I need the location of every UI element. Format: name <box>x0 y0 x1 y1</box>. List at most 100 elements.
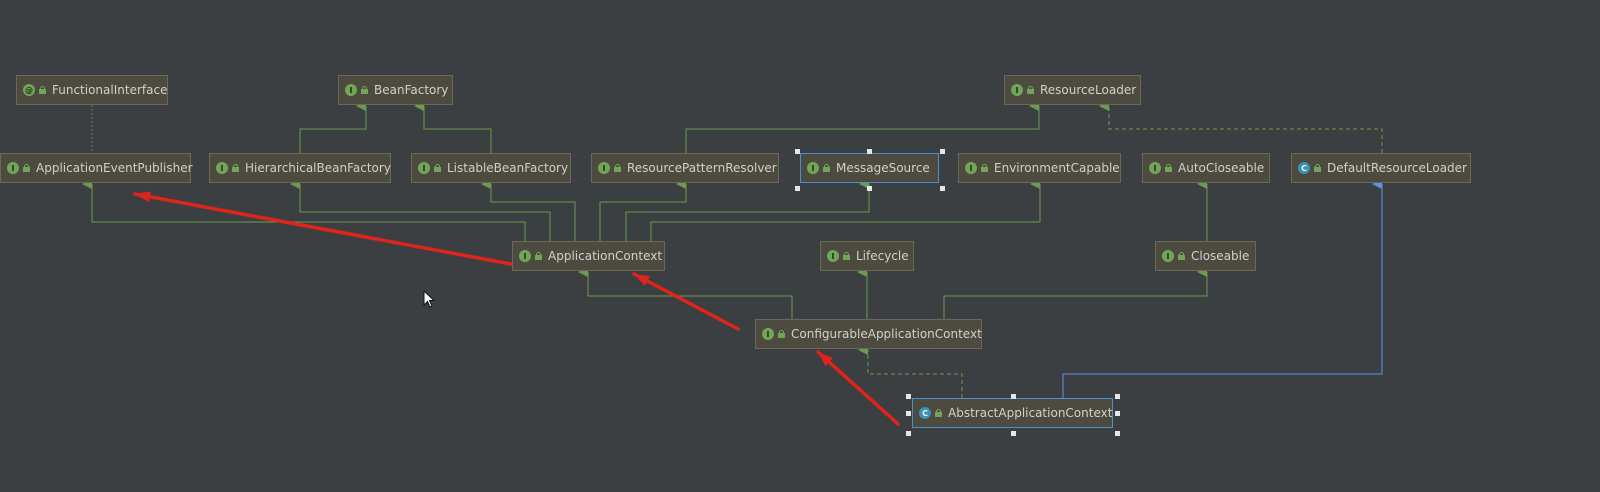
public-access-icon <box>1314 164 1321 172</box>
interface-icon: I <box>345 84 357 96</box>
public-access-icon <box>843 252 850 260</box>
selection-handle[interactable] <box>795 149 800 154</box>
edge-abstract-to-defaultloader <box>1062 179 1383 398</box>
interface-icon: I <box>965 162 977 174</box>
node-listable-bean-factory[interactable]: I ListableBeanFactory <box>411 153 571 183</box>
node-label: MessageSource <box>836 161 930 175</box>
node-configurable-application-context[interactable]: I ConfigurableApplicationContext <box>755 319 982 349</box>
node-application-context[interactable]: I ApplicationContext <box>512 241 665 271</box>
class-icon: C <box>1298 162 1310 174</box>
selection-handle[interactable] <box>906 411 911 416</box>
node-label: EnvironmentCapable <box>994 161 1120 175</box>
selection-handle[interactable] <box>906 394 911 399</box>
public-access-icon <box>39 86 46 94</box>
node-label: HierarchicalBeanFactory <box>245 161 391 175</box>
public-access-icon <box>232 164 239 172</box>
node-default-resource-loader[interactable]: C DefaultResourceLoader <box>1291 153 1471 183</box>
edge-appctx-to-messagesource <box>625 179 870 241</box>
edge-defaultloader-to-resourceloader <box>1099 101 1383 153</box>
edge-abstract-to-configurable <box>858 345 963 398</box>
interface-icon: I <box>1011 84 1023 96</box>
interface-icon: I <box>598 162 610 174</box>
node-label: ResourceLoader <box>1040 83 1137 97</box>
edge-configurable-to-appctx <box>578 267 793 319</box>
edge-configurable-to-closeable <box>943 267 1208 319</box>
public-access-icon <box>535 252 542 260</box>
edge-appctx-to-listable <box>481 179 576 241</box>
node-auto-closeable[interactable]: I AutoCloseable <box>1142 153 1270 183</box>
selection-handle[interactable] <box>1011 394 1016 399</box>
node-label: FunctionalInterface <box>52 83 168 97</box>
red-arrow-appctx-to-publisher <box>133 192 534 270</box>
public-access-icon <box>434 164 441 172</box>
node-abstract-application-context[interactable]: C AbstractApplicationContext <box>912 398 1113 428</box>
public-access-icon <box>823 164 830 172</box>
selection-handle[interactable] <box>906 431 911 436</box>
node-label: ResourcePatternResolver <box>627 161 777 175</box>
node-label: ApplicationContext <box>548 249 663 263</box>
public-access-icon <box>614 164 621 172</box>
interface-icon: I <box>7 162 19 174</box>
interface-icon: I <box>1162 250 1174 262</box>
public-access-icon <box>1027 86 1034 94</box>
node-functional-interface[interactable]: @ FunctionalInterface <box>16 75 168 105</box>
node-bean-factory[interactable]: I BeanFactory <box>338 75 453 105</box>
edge-appctx-to-resourcepattern <box>599 179 687 241</box>
selection-handle[interactable] <box>1115 431 1120 436</box>
node-label: ApplicationEventPublisher <box>36 161 193 175</box>
node-label: Lifecycle <box>856 249 909 263</box>
node-application-event-publisher[interactable]: I ApplicationEventPublisher <box>0 153 193 183</box>
interface-icon: I <box>807 162 819 174</box>
interface-icon: I <box>418 162 430 174</box>
red-arrow-abstract-to-configurable <box>816 350 900 426</box>
interface-icon: I <box>519 250 531 262</box>
node-label: ListableBeanFactory <box>447 161 569 175</box>
interface-icon: I <box>762 328 774 340</box>
node-label: DefaultResourceLoader <box>1327 161 1467 175</box>
node-label: ConfigurableApplicationContext <box>791 327 982 341</box>
class-icon: C <box>919 407 931 419</box>
node-resource-pattern-resolver[interactable]: I ResourcePatternResolver <box>591 153 779 183</box>
annotation-icon: @ <box>23 84 35 96</box>
node-label: AbstractApplicationContext <box>948 406 1113 420</box>
annotation-layer <box>133 191 900 426</box>
selection-handle[interactable] <box>940 149 945 154</box>
node-lifecycle[interactable]: I Lifecycle <box>820 241 914 271</box>
selection-handle[interactable] <box>867 149 872 154</box>
red-arrow-configurable-to-appctx <box>632 272 740 331</box>
edge-resourcepattern-to-resourceloader <box>685 101 1040 153</box>
public-access-icon <box>935 409 942 417</box>
red-arrow-configurable-to-appctx-head <box>634 274 650 286</box>
node-message-source[interactable]: I MessageSource <box>800 153 939 183</box>
public-access-icon <box>1178 252 1185 260</box>
edge-appctx-to-environment <box>650 179 1041 241</box>
selection-handle[interactable] <box>867 186 872 191</box>
edge-listable-to-beanfactory <box>414 101 492 153</box>
interface-icon: I <box>827 250 839 262</box>
selection-handle[interactable] <box>940 186 945 191</box>
mouse-cursor-icon <box>423 290 435 308</box>
public-access-icon <box>361 86 368 94</box>
public-access-icon <box>23 164 30 172</box>
edge-hierarchical-to-beanfactory <box>299 101 367 153</box>
selection-handle[interactable] <box>795 186 800 191</box>
interface-icon: I <box>216 162 228 174</box>
node-label: AutoCloseable <box>1178 161 1265 175</box>
edge-appctx-to-hierarchical <box>290 179 551 241</box>
node-closeable[interactable]: I Closeable <box>1155 241 1256 271</box>
edges-layer <box>82 101 1383 398</box>
node-hierarchical-bean-factory[interactable]: I HierarchicalBeanFactory <box>209 153 391 183</box>
node-label: BeanFactory <box>374 83 449 97</box>
node-environment-capable[interactable]: I EnvironmentCapable <box>958 153 1121 183</box>
public-access-icon <box>778 330 785 338</box>
node-resource-loader[interactable]: I ResourceLoader <box>1004 75 1141 105</box>
selection-handle[interactable] <box>1115 394 1120 399</box>
red-arrow-appctx-to-publisher-head <box>135 191 151 203</box>
edge-appctx-to-publisher <box>82 179 526 241</box>
selection-handle[interactable] <box>1115 411 1120 416</box>
selection-handle[interactable] <box>1011 431 1016 436</box>
public-access-icon <box>981 164 988 172</box>
interface-icon: I <box>1149 162 1161 174</box>
node-label: Closeable <box>1191 249 1250 263</box>
